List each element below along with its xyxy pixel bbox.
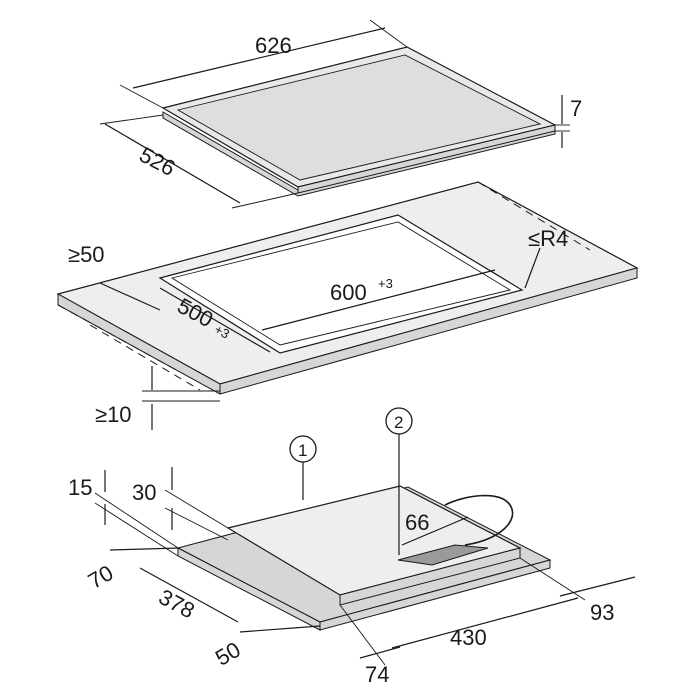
label-378: 378: [155, 584, 199, 623]
dim-50: 50: [211, 625, 321, 671]
dim-15: 15: [68, 470, 179, 557]
label-626: 626: [255, 33, 292, 58]
label-callout-2: 2: [394, 413, 403, 432]
dim-30: 30: [132, 467, 229, 541]
dim-min-50: ≥50: [68, 242, 161, 311]
label-min-10: ≥10: [95, 402, 132, 427]
label-7: 7: [570, 96, 582, 121]
hob-plate: [161, 46, 557, 197]
dim-626: 626: [119, 19, 408, 109]
dim-min-10: ≥10: [95, 366, 220, 430]
label-430: 430: [450, 625, 487, 650]
callout-1: 1: [289, 435, 317, 500]
label-526: 526: [135, 142, 179, 181]
label-74: 74: [365, 662, 389, 687]
label-600: 600: [330, 280, 367, 305]
label-500-tol: +3: [212, 321, 232, 341]
label-30: 30: [132, 480, 156, 505]
label-93: 93: [590, 600, 614, 625]
dim-66: 66: [401, 510, 469, 546]
label-600-tol: +3: [378, 276, 393, 291]
label-66: 66: [405, 510, 429, 535]
dim-74: 74: [339, 604, 401, 687]
dim-r4: ≤R4: [524, 226, 568, 289]
label-callout-1: 1: [298, 441, 307, 460]
label-70: 70: [84, 560, 118, 594]
label-min-50: ≥50: [68, 242, 105, 267]
dim-93: 93: [519, 557, 636, 625]
hob-body: [176, 485, 552, 631]
label-50: 50: [211, 637, 245, 671]
callout-2: 2: [385, 407, 413, 555]
dim-7: 7: [555, 95, 582, 148]
label-r4: ≤R4: [528, 226, 568, 251]
label-15: 15: [68, 475, 92, 500]
worktop: [56, 181, 639, 395]
dim-600: 600 +3: [261, 269, 496, 331]
dim-430: 430: [391, 597, 579, 650]
